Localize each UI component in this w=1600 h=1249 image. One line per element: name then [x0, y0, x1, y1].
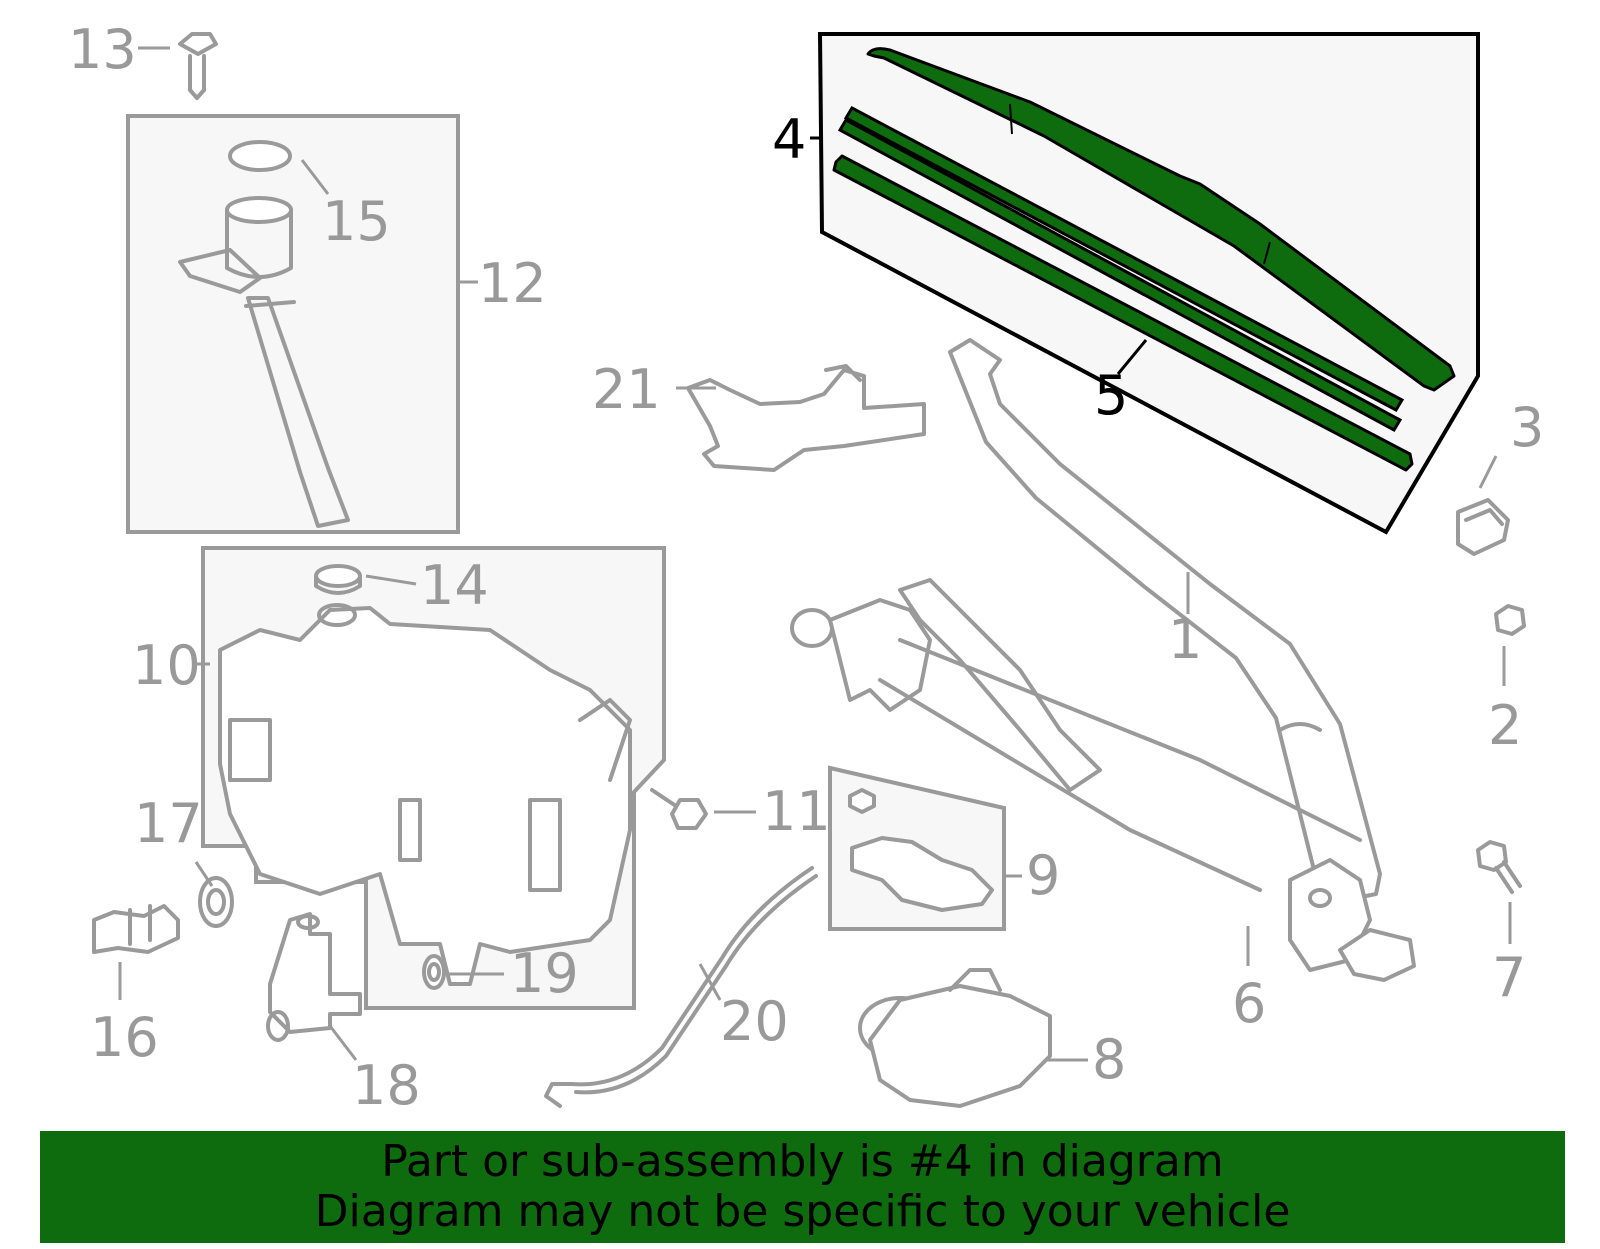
- bracket-9[interactable]: [848, 788, 994, 912]
- callout-20: 20: [720, 990, 789, 1053]
- callout-7: 7: [1492, 946, 1526, 1009]
- callout-2: 2: [1488, 694, 1522, 757]
- callout-9: 9: [1026, 844, 1060, 907]
- wiper-arm-1[interactable]: [948, 338, 1382, 904]
- callout-10: 10: [132, 634, 201, 697]
- bolt-7[interactable]: [1476, 840, 1522, 894]
- callout-17: 17: [134, 792, 203, 855]
- callout-15: 15: [322, 190, 391, 253]
- grommet-17[interactable]: [198, 876, 234, 928]
- washer-nozzle-21[interactable]: [686, 364, 926, 472]
- callout-12: 12: [478, 252, 547, 315]
- pivot-cap-3[interactable]: [1456, 498, 1510, 556]
- callout-1: 1: [1168, 608, 1202, 671]
- washer-pump-18[interactable]: [266, 912, 362, 1042]
- callout-21: 21: [592, 358, 661, 421]
- callout-14: 14: [420, 554, 489, 617]
- wiper-motor-8[interactable]: [858, 968, 1052, 1108]
- wiper-blade-4[interactable]: [837, 47, 1456, 433]
- connector-16[interactable]: [92, 904, 180, 954]
- group-box-12: [126, 114, 460, 534]
- seal-ring-15[interactable]: [228, 140, 292, 172]
- callout-5: 5: [1094, 364, 1128, 427]
- blade-refill-5[interactable]: [832, 154, 1414, 472]
- callout-8: 8: [1092, 1028, 1126, 1091]
- nut-2[interactable]: [1494, 604, 1526, 636]
- washer-hose-20[interactable]: [544, 866, 814, 1108]
- seal-ring-14[interactable]: [314, 564, 362, 595]
- callout-16: 16: [90, 1006, 159, 1069]
- leader-lines: [118, 46, 1512, 1062]
- filler-neck-12[interactable]: [178, 196, 350, 528]
- callout-18: 18: [352, 1054, 421, 1117]
- info-banner: Part or sub-assembly is #4 in diagram Di…: [40, 1131, 1565, 1243]
- callout-6: 6: [1232, 972, 1266, 1035]
- callout-4: 4: [772, 108, 806, 171]
- callout-19: 19: [510, 942, 579, 1005]
- callout-3: 3: [1510, 396, 1544, 459]
- callout-13: 13: [68, 18, 137, 81]
- wiper-linkage-6[interactable]: [790, 578, 1416, 982]
- callout-11: 11: [762, 780, 831, 843]
- bolt-11[interactable]: [650, 788, 708, 830]
- grommet-19[interactable]: [422, 954, 446, 990]
- bolt-13[interactable]: [178, 32, 218, 100]
- banner-line-2: Diagram may not be specific to your vehi…: [314, 1186, 1291, 1237]
- banner-line-1: Part or sub-assembly is #4 in diagram: [381, 1136, 1224, 1187]
- washer-reservoir-10[interactable]: [218, 603, 632, 986]
